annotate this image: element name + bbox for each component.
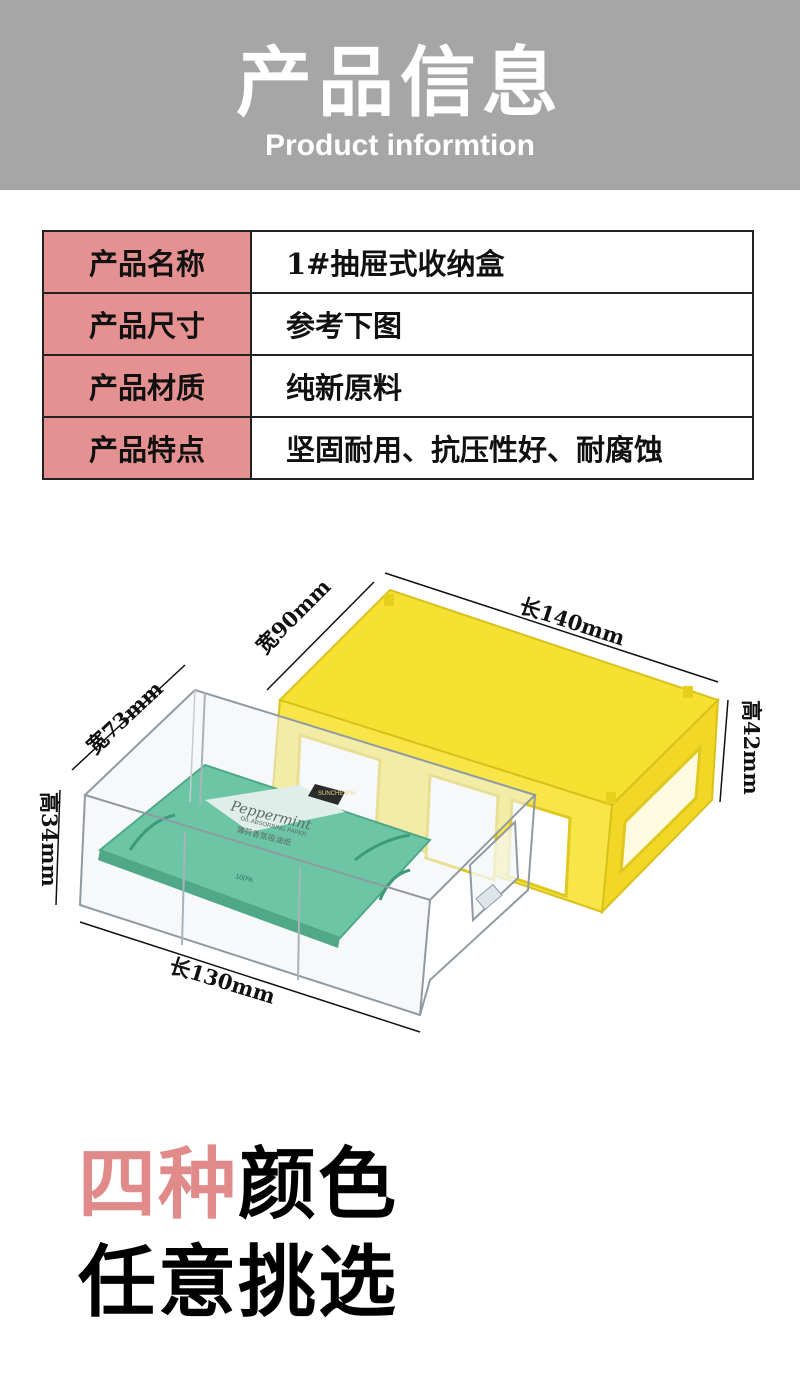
spec-label: 产品特点 (42, 416, 252, 480)
slogan-line-1: 四种颜色 (78, 1140, 398, 1230)
pack-count: 100% (235, 873, 254, 884)
table-row: 产品材质 纯新原料 (42, 354, 754, 418)
slogan-line-2: 任意挑选 (78, 1238, 399, 1328)
page-title: 产品信息 (236, 38, 564, 127)
spec-label: 产品尺寸 (42, 292, 252, 356)
clear-drawer: SUNCHEATH Peppermint OIL ABSORBING PAPER… (78, 688, 537, 1017)
dim-outer-width: 宽90mm (251, 574, 336, 659)
spec-value: 1#抽屉式收纳盒 (250, 230, 754, 294)
product-dimension-diagram: SUNCHEATH Peppermint OIL ABSORBING PAPER… (37, 572, 764, 1033)
header-banner: 产品信息 Product informtion (0, 0, 800, 190)
spec-label: 产品名称 (42, 230, 252, 294)
dimension-lines (55, 572, 729, 1033)
spec-value: 坚固耐用、抗压性好、耐腐蚀 (250, 416, 754, 480)
spec-table: 产品名称 1#抽屉式收纳盒 产品尺寸 参考下图 产品材质 纯新原料 产品特点 坚… (42, 230, 754, 480)
page-subtitle: Product informtion (265, 129, 535, 162)
spec-value: 纯新原料 (250, 354, 754, 418)
dim-outer-height: 高42mm (739, 700, 764, 795)
table-row: 产品特点 坚固耐用、抗压性好、耐腐蚀 (42, 416, 754, 480)
slogan-highlight: 四种 (78, 1140, 239, 1230)
table-row: 产品尺寸 参考下图 (42, 292, 754, 356)
dim-drawer-height: 高34mm (37, 792, 62, 887)
spec-label: 产品材质 (42, 354, 252, 418)
table-row: 产品名称 1#抽屉式收纳盒 (42, 230, 754, 294)
spec-value: 参考下图 (250, 292, 754, 356)
pack-brand: SUNCHEATH (318, 791, 355, 797)
slogan-rest: 颜色 (238, 1140, 399, 1230)
